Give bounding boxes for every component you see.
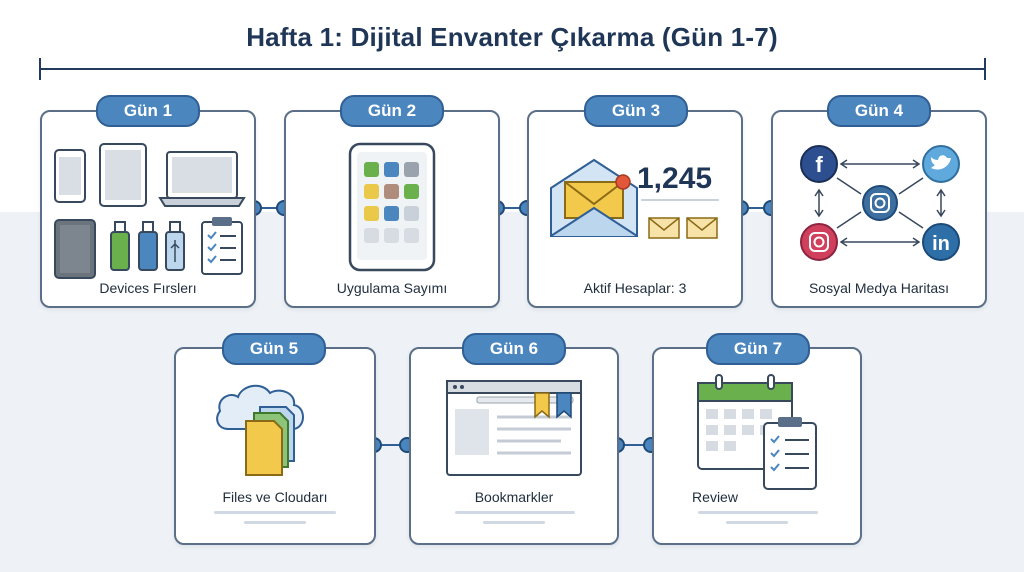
external-drive-icon xyxy=(54,219,96,279)
timeline-rule xyxy=(40,68,985,70)
tablet-icon xyxy=(99,143,147,207)
facebook-icon: f xyxy=(800,145,838,183)
underline xyxy=(214,511,336,514)
instagram-icon xyxy=(862,185,898,221)
svg-text:f: f xyxy=(815,152,823,177)
day-pill-6: Gün 6 xyxy=(462,333,566,365)
day-card-3: 1,245 Aktif Hesaplar: 3 xyxy=(527,110,743,308)
notification-dot xyxy=(615,174,631,190)
account-count: 1,245 xyxy=(637,162,713,195)
files-cloud-illustration xyxy=(216,384,304,476)
underline xyxy=(244,521,306,524)
day-pill-7: Gün 7 xyxy=(706,333,810,365)
day-pill-5: Gün 5 xyxy=(222,333,326,365)
connector-5-6 xyxy=(374,444,407,446)
day-label: Review xyxy=(692,489,738,505)
day-card-1: Devices Fırslerı xyxy=(40,110,256,308)
day-card-7: Review xyxy=(652,347,862,545)
day-pill-3: Gün 3 xyxy=(584,95,688,127)
small-envelope-icon xyxy=(648,217,680,239)
phone-icon xyxy=(54,149,86,203)
underline xyxy=(698,511,818,514)
laptop-icon xyxy=(158,151,246,207)
connection-arrows xyxy=(814,159,946,247)
usb-drive-blue-icon xyxy=(138,221,158,271)
day-label: Bookmarkler xyxy=(474,489,554,505)
social-map-illustration: f in xyxy=(800,145,960,261)
app-grid-icon xyxy=(364,162,419,243)
day-label: Devices Fırslerı xyxy=(99,280,197,296)
accounts-illustration xyxy=(550,158,719,239)
linkedin-icon: in xyxy=(922,223,960,261)
connector-1-2 xyxy=(254,207,284,209)
instagram-icon xyxy=(800,223,838,261)
timeline-rule-right-cap xyxy=(984,58,986,80)
devices-illustration xyxy=(54,143,246,279)
bookmark-icon xyxy=(556,392,572,419)
day-card-4: f in Sosyal Medya Haritası xyxy=(771,110,987,308)
underline xyxy=(483,521,545,524)
underline xyxy=(455,511,575,514)
page-title: Hafta 1: Dijital Envanter Çıkarma (Gün 1… xyxy=(246,22,778,52)
checklist-clipboard-icon xyxy=(763,417,817,490)
svg-text:in: in xyxy=(932,233,950,255)
connector-2-3 xyxy=(497,207,527,209)
day-label: Files ve Cloudarı xyxy=(222,489,328,505)
open-envelope-icon xyxy=(550,158,638,237)
day-pill-2: Gün 2 xyxy=(340,95,444,127)
twitter-icon xyxy=(922,145,960,183)
day-card-5: Files ve Cloudarı xyxy=(174,347,376,545)
apps-phone-illustration xyxy=(348,142,436,272)
checklist-clipboard-icon xyxy=(201,217,243,275)
usb-drive-green-icon xyxy=(110,221,130,271)
day-pill-1: Gün 1 xyxy=(96,95,200,127)
connector-6-7 xyxy=(617,444,651,446)
day-card-6: Bookmarkler xyxy=(409,347,619,545)
small-envelope-icon xyxy=(686,217,718,239)
day-label: Aktif Hesaplar: 3 xyxy=(583,280,687,296)
day-pill-4: Gün 4 xyxy=(827,95,931,127)
document-icon xyxy=(245,406,295,476)
underline xyxy=(726,521,788,524)
day-label: Uygulama Sayımı xyxy=(336,280,448,296)
timeline-rule-left-cap xyxy=(39,58,41,80)
day-label: Sosyal Medya Haritası xyxy=(808,280,950,296)
review-illustration xyxy=(697,374,817,490)
bookmark-icon xyxy=(534,392,550,419)
bookmarks-illustration xyxy=(446,380,582,476)
usb-drive-light-icon xyxy=(165,221,185,271)
day-card-2: Uygulama Sayımı xyxy=(284,110,500,308)
connector-3-4 xyxy=(741,207,771,209)
